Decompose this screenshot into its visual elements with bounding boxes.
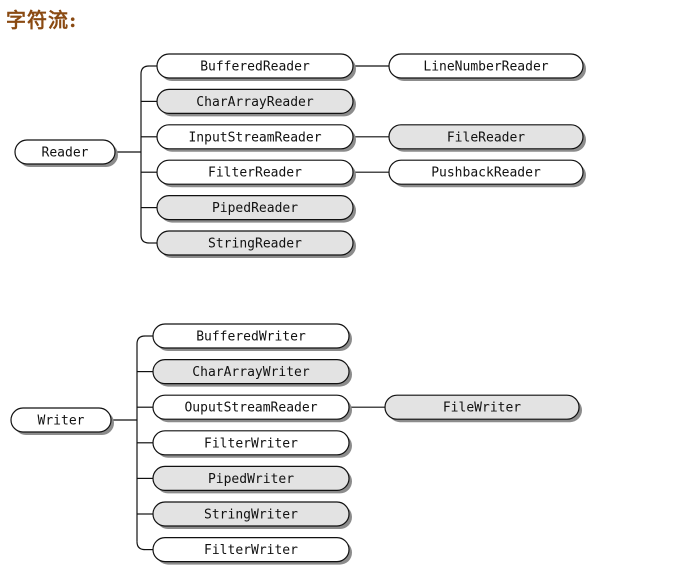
node-label: BufferedReader [200, 60, 310, 75]
node-box [156, 88, 354, 115]
node-box [152, 536, 350, 563]
node-box [152, 501, 350, 527]
node-box [152, 323, 350, 349]
class-nodes: Reader BufferedReader LineNumberReaderChar… [10, 53, 586, 565]
node-label: PipedReader [212, 201, 298, 216]
node-label: PipedWriter [208, 472, 294, 487]
class-node-buffered-writer: BufferedWriter [152, 323, 352, 351]
class-node-string-writer: StringWriter [152, 501, 352, 529]
node-label: StringReader [208, 237, 302, 252]
class-node-filter-writer: FilterWriter [152, 430, 352, 458]
node-box [156, 53, 354, 79]
node-box [156, 195, 354, 221]
node-label: FilterReader [208, 166, 302, 181]
class-node-buffered-reader: BufferedReader [156, 53, 356, 81]
node-label: Writer [38, 414, 85, 429]
node-label: OuputStreamReader [184, 401, 317, 416]
node-box [152, 465, 350, 491]
class-node-input-stream-reader: InputStreamReader [156, 124, 356, 152]
class-node-file-reader: FileReader [388, 124, 586, 152]
node-box [388, 159, 584, 185]
writer_tree-trunk-corner [136, 335, 146, 345]
node-label: FileWriter [443, 401, 521, 416]
class-node-filter-reader: FilterReader [156, 159, 356, 188]
node-box [388, 53, 584, 79]
class-node-pushback-reader: PushbackReader [388, 159, 586, 188]
node-box [384, 394, 580, 420]
class-node-filter-writer: FilterWriter [152, 536, 352, 565]
node-label: InputStreamReader [188, 130, 321, 145]
node-box [156, 159, 354, 185]
node-label: StringWriter [204, 508, 298, 523]
node-box [152, 394, 350, 420]
page-title: 字符流: [6, 8, 78, 32]
class-node-char-array-reader: CharArrayReader [156, 88, 356, 117]
class-node-writer: Writer [10, 407, 114, 435]
node-label: CharArrayWriter [192, 365, 310, 380]
node-label: FilterWriter [204, 543, 298, 558]
class-node-line-number-reader: LineNumberReader [388, 53, 586, 81]
class-node-char-array-writer: CharArrayWriter [152, 359, 352, 387]
class-node-file-writer: FileWriter [384, 394, 582, 423]
node-box [152, 359, 350, 385]
node-label: CharArrayReader [196, 95, 314, 110]
node-label: LineNumberReader [423, 60, 548, 75]
reader_tree-trunk-corner [140, 234, 150, 244]
connector-lines [111, 65, 389, 551]
reader_tree-trunk-corner [140, 65, 150, 75]
node-label: BufferedWriter [196, 330, 306, 345]
node-label: FilterWriter [204, 436, 298, 451]
node-box [14, 139, 116, 165]
class-node-ouput-stream-reader: OuputStreamReader [152, 394, 352, 423]
class-node-piped-writer: PipedWriter [152, 465, 352, 494]
class-node-reader: Reader [14, 139, 118, 167]
class-node-string-reader: StringReader [156, 230, 356, 258]
node-box [156, 124, 354, 150]
writer_tree-trunk-corner [136, 541, 146, 551]
node-box [388, 124, 584, 150]
node-label: PushbackReader [431, 166, 541, 181]
node-label: FileReader [447, 130, 525, 145]
class-node-piped-reader: PipedReader [156, 195, 356, 223]
node-label: Reader [42, 146, 89, 161]
node-box [10, 407, 112, 433]
node-box [156, 230, 354, 256]
node-box [152, 430, 350, 456]
